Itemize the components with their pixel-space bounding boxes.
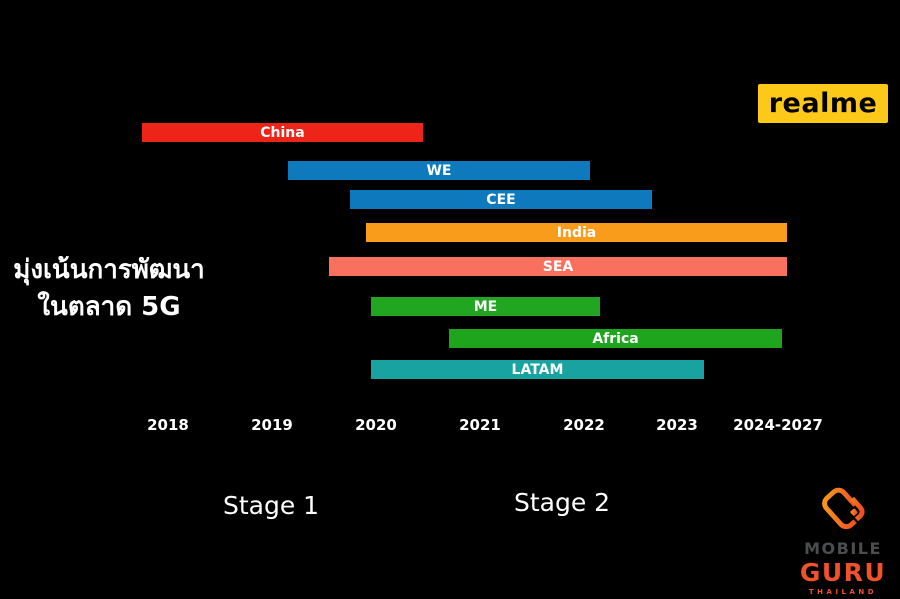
bar-label: Africa xyxy=(592,330,639,347)
bar-label: China xyxy=(260,124,305,141)
bar-label: WE xyxy=(426,162,452,179)
year-tick-2021: 2021 xyxy=(459,416,501,434)
realme-logo: realme xyxy=(758,84,888,123)
watermark-guru-text: GURU xyxy=(799,558,887,587)
timeline-bar-we: WE xyxy=(288,161,590,180)
bar-label: LATAM xyxy=(511,361,564,378)
realme-logo-text: realme xyxy=(768,88,878,119)
mobile-guru-phone-g-icon xyxy=(822,487,870,530)
page-title: มุ่งเน้นการพัฒนา ในตลาด 5G xyxy=(8,252,210,326)
year-tick-2024-2027: 2024-2027 xyxy=(733,416,823,434)
year-tick-2019: 2019 xyxy=(251,416,293,434)
timeline-bar-sea: SEA xyxy=(329,257,787,276)
year-tick-2018: 2018 xyxy=(147,416,189,434)
timeline-bar-cee: CEE xyxy=(350,190,652,209)
stage-1-label: Stage 1 xyxy=(222,491,320,520)
watermark-thailand-text: THAILAND xyxy=(808,588,878,596)
timeline-bar-india: India xyxy=(366,223,787,242)
bar-label: SEA xyxy=(542,258,574,275)
year-tick-2022: 2022 xyxy=(563,416,605,434)
page-title-line2: ในตลาด 5G xyxy=(37,292,181,322)
timeline-bar-latam: LATAM xyxy=(371,360,704,379)
stage-2-label: Stage 2 xyxy=(513,488,611,517)
page-title-line1: มุ่งเน้นการพัฒนา xyxy=(13,255,205,285)
timeline-bar-africa: Africa xyxy=(449,329,782,348)
timeline-bar-me: ME xyxy=(371,297,600,316)
watermark-mobile-text: MOBILE xyxy=(804,539,882,558)
year-tick-2020: 2020 xyxy=(355,416,397,434)
timeline-bar-china: China xyxy=(142,123,423,142)
mobile-guru-watermark: MOBILE GURU THAILAND xyxy=(799,482,887,596)
bar-label: CEE xyxy=(486,191,516,208)
bar-label: ME xyxy=(473,298,498,315)
year-tick-2023: 2023 xyxy=(656,416,698,434)
bar-label: India xyxy=(556,224,597,241)
